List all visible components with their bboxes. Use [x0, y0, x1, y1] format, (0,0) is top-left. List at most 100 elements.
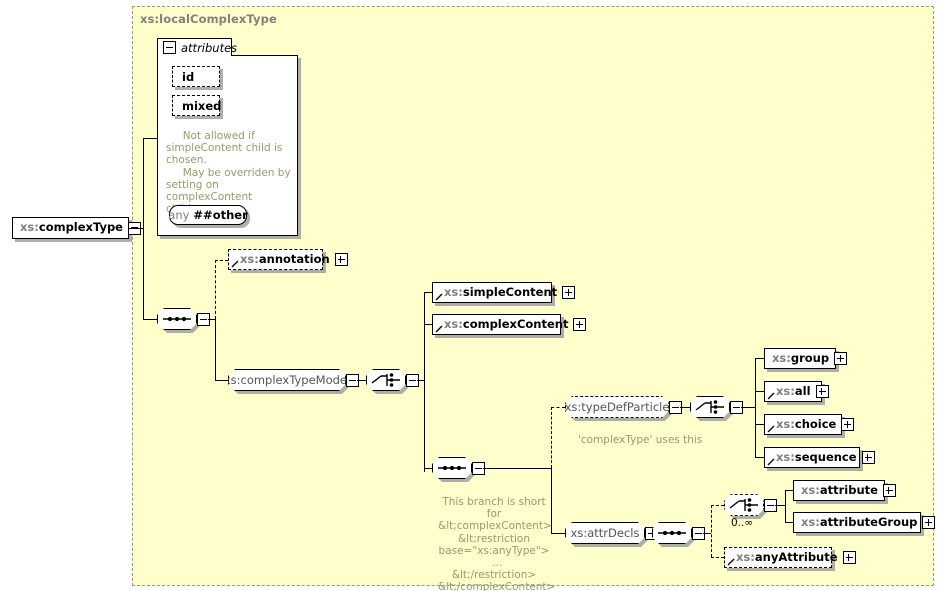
- any-other-attribute-pill[interactable]: any ##other: [168, 205, 248, 225]
- element-sequence[interactable]: xs:sequence: [764, 447, 875, 468]
- expand-toggle-group[interactable]: [834, 352, 848, 365]
- expand-toggle-attributeGroup[interactable]: [922, 516, 936, 529]
- group-ref-complexTypeModel-label: xs:complexTypeModel: [223, 373, 351, 387]
- connector: [703, 533, 711, 534]
- choice-node-2[interactable]: [690, 396, 730, 418]
- sequence-node-2[interactable]: [432, 457, 472, 479]
- element-complexContent-label: xs:complexContent: [433, 318, 573, 331]
- connector: [208, 319, 215, 320]
- any-namespace: ##other: [193, 208, 248, 222]
- attributes-collapse-toggle[interactable]: [163, 41, 176, 54]
- group-ref-complexTypeModel[interactable]: xs:complexTypeModel: [228, 369, 346, 391]
- choice-node-2-wrap: [690, 396, 730, 418]
- connector: [143, 228, 144, 320]
- connector-dashed: [551, 407, 552, 468]
- group-ref-attrDecls-label: xs:attrDecls: [570, 526, 640, 540]
- prefix-text: xs:: [736, 549, 755, 564]
- element-complexContent[interactable]: xs:complexContent: [432, 314, 587, 335]
- element-group-label: xs:group: [765, 350, 834, 365]
- connector: [143, 138, 158, 139]
- element-anyAttribute[interactable]: xs:anyAttribute: [724, 547, 856, 568]
- sequence-node-1[interactable]: [157, 308, 197, 330]
- attribute-row-id[interactable]: id: [172, 66, 220, 87]
- local-text: attribute: [819, 482, 878, 497]
- element-simpleContent-label: xs:simpleContent: [433, 284, 562, 299]
- element-attributeGroup-label: xs:attributeGroup: [794, 514, 922, 529]
- sequence-icon: [437, 463, 467, 473]
- prefix-text: xs:: [444, 284, 463, 299]
- expand-toggle-choice[interactable]: [841, 418, 855, 431]
- connector: [424, 324, 432, 325]
- connector: [129, 228, 143, 229]
- connector: [143, 319, 158, 320]
- choice-node-3-wrap: [724, 494, 764, 516]
- element-simpleContent[interactable]: xs:simpleContent: [432, 282, 576, 303]
- attributes-note: Not allowed if simpleContent child is ch…: [166, 130, 291, 215]
- choice-node-1[interactable]: [366, 369, 406, 391]
- element-sequence-label: xs:sequence: [765, 449, 862, 464]
- prefix-text: xs:: [801, 482, 820, 497]
- branch-note: This branch is short for &lt;complexCont…: [438, 496, 556, 591]
- type-def-particle-note: 'complexType' uses this: [578, 434, 703, 446]
- element-annotation[interactable]: xs:annotation: [228, 249, 348, 270]
- attributes-tab-label: attributes: [181, 40, 238, 55]
- prefix-text: xs:: [20, 220, 39, 235]
- any-keyword: any: [168, 208, 190, 222]
- container-label: xs:localComplexType: [140, 12, 277, 26]
- connector: [785, 490, 786, 522]
- prefix-text: xs:: [776, 383, 795, 398]
- attribute-row-mixed[interactable]: mixed: [172, 95, 222, 116]
- element-attributeGroup[interactable]: xs:attributeGroup: [793, 512, 936, 533]
- connector: [424, 292, 432, 293]
- element-group[interactable]: xs:group: [764, 348, 848, 369]
- element-complexType[interactable]: xs:complexType: [12, 217, 141, 239]
- sequence-icon: [657, 528, 687, 538]
- connector: [424, 292, 425, 472]
- attribute-row-mixed-label: mixed: [182, 98, 222, 113]
- element-all-label: xs:all: [765, 383, 816, 398]
- connector: [424, 468, 432, 469]
- group-ref-typeDefParticle[interactable]: xs:typeDefParticle: [565, 396, 669, 418]
- sequence-node-2-wrap: [432, 457, 472, 479]
- connector-dashed: [711, 505, 724, 506]
- occurrence-label-attr-choice: 0..∞: [731, 517, 754, 529]
- element-all[interactable]: xs:all: [764, 381, 829, 402]
- sequence-node-3-wrap: [652, 522, 692, 544]
- expand-toggle-simpleContent[interactable]: [562, 286, 576, 299]
- connector: [551, 468, 552, 533]
- element-attribute[interactable]: xs:attribute: [793, 480, 896, 501]
- group-ref-attrDecls[interactable]: xs:attrDecls: [565, 522, 645, 544]
- attribute-row-id-label: id: [182, 69, 195, 84]
- connector-dashed: [215, 260, 216, 319]
- local-text: complexType: [38, 220, 123, 235]
- connector: [143, 138, 144, 228]
- expand-toggle-attribute[interactable]: [882, 484, 896, 497]
- connector: [755, 358, 764, 359]
- connector: [755, 424, 764, 425]
- connector: [483, 468, 551, 469]
- sequence-node-3[interactable]: [652, 522, 692, 544]
- element-complexType-label: xs:complexType: [13, 222, 128, 234]
- group-ref-typeDefParticle-label: xs:typeDefParticle: [564, 400, 670, 414]
- local-text: group: [790, 350, 830, 365]
- expand-toggle-sequence[interactable]: [861, 451, 875, 464]
- expand-toggle-all[interactable]: [815, 385, 829, 398]
- connector: [417, 380, 424, 381]
- local-text: attributeGroup: [819, 514, 918, 529]
- expand-toggle-anyAttribute[interactable]: [842, 551, 856, 564]
- expand-toggle-annotation[interactable]: [334, 253, 348, 266]
- connector-dashed: [551, 407, 565, 408]
- connector: [357, 380, 366, 381]
- local-text: annotation: [258, 251, 330, 266]
- expand-toggle-complexContent[interactable]: [573, 318, 587, 331]
- connector: [755, 358, 756, 458]
- prefix-text: xs:: [240, 251, 259, 266]
- sequence-node-1-wrap: [157, 308, 197, 330]
- element-choice[interactable]: xs:choice: [764, 414, 855, 435]
- prefix-text: xs:: [776, 449, 795, 464]
- choice-node-3[interactable]: [724, 494, 764, 516]
- attributes-tab[interactable]: attributes: [157, 38, 237, 56]
- local-text: simpleContent: [462, 284, 558, 299]
- connector: [215, 380, 228, 381]
